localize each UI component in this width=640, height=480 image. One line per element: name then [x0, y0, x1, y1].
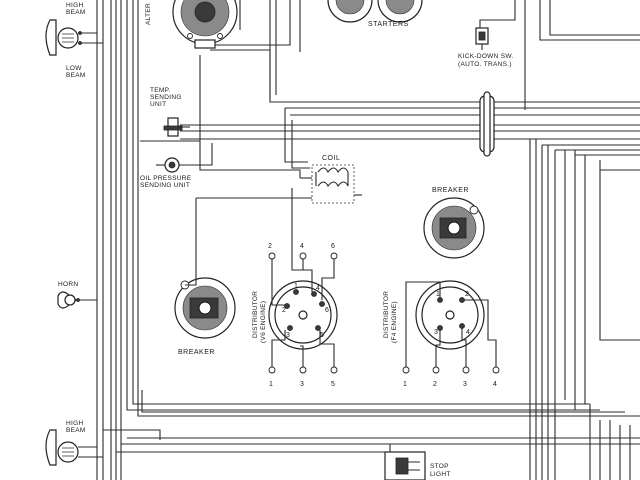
breaker-right-label: BREAKER: [432, 187, 469, 194]
f4-bottom-terminal: [432, 366, 440, 374]
v6-bottom-number: 5: [331, 381, 335, 388]
f4-bottom-number: 1: [403, 381, 407, 388]
wire-harness: [96, 0, 640, 480]
temp-sending-label-3: UNIT: [150, 101, 166, 108]
kick-down-switch: [475, 27, 489, 50]
distributor-f4-label-1: DISTRIBUTOR: [383, 291, 390, 338]
coil-label: COIL: [322, 155, 340, 162]
breaker-left: [174, 198, 236, 339]
f4-cap-number: 3: [434, 329, 438, 336]
low-beam-label-2: BEAM: [66, 72, 86, 79]
f4-cap-number: 1: [436, 291, 440, 298]
starters-label: STARTERS: [368, 21, 409, 28]
v6-cap-number: 4: [316, 285, 320, 292]
high-beam-bottom-label-1: HIGH: [66, 420, 83, 427]
f4-cap-number: 4: [466, 329, 470, 336]
oil-pressure-label-2: SENDING UNIT: [140, 182, 190, 189]
distributor-f4-label-2: (F4 ENGINE): [391, 301, 398, 343]
v6-top-number: 4: [300, 243, 304, 250]
horn-label: HORN: [58, 281, 78, 288]
distributor-v6: [268, 252, 338, 374]
f4-bottom-terminal: [462, 366, 470, 374]
kick-down-label-2: (AUTO. TRANS.): [458, 61, 512, 68]
f4-bottom-number: 3: [463, 381, 467, 388]
f4-bottom-number: 2: [433, 381, 437, 388]
ignition-coil: [196, 164, 362, 271]
breaker-left-label: BREAKER: [178, 349, 215, 356]
temp-sending-label-1: TEMP.: [150, 87, 171, 94]
stop-light-switch: [384, 444, 426, 480]
v6-bottom-number: 3: [300, 381, 304, 388]
v6-cap-number: 1: [294, 283, 298, 290]
f4-bottom-terminal: [402, 366, 410, 374]
v6-cap-number: 2: [282, 307, 286, 314]
temp-sending-unit: [163, 117, 190, 137]
breaker-right: [423, 197, 485, 259]
high-beam-top-label-1: HIGH: [66, 2, 83, 9]
kick-down-label-1: KICK-DOWN SW.: [458, 53, 514, 60]
f4-cap-number: 2: [465, 291, 469, 298]
v6-top-number: 2: [268, 243, 272, 250]
distributor-f4: [402, 280, 500, 374]
oil-pressure-label-1: OIL PRESSURE: [140, 175, 192, 182]
alternator-label: ALTER: [145, 3, 152, 25]
v6-bottom-terminal: [299, 366, 307, 374]
headlight-bottom: [45, 429, 103, 466]
v6-top-terminal: [268, 252, 276, 260]
stop-light-label-2: LIGHT: [430, 471, 451, 478]
v6-top-terminal: [330, 252, 338, 260]
v6-top-number: 6: [331, 243, 335, 250]
horn: [57, 291, 97, 309]
distributor-v6-label-2: (V6 ENGINE): [260, 301, 267, 343]
distributor-v6-label-1: DISTRIBUTOR: [252, 291, 259, 338]
temp-sending-label-2: SENDING: [150, 94, 182, 101]
high-beam-top-label-2: BEAM: [66, 9, 86, 16]
v6-bottom-terminal: [268, 366, 276, 374]
alternator: [172, 0, 238, 49]
v6-bottom-number: 1: [269, 381, 273, 388]
v6-cap-number: 5: [320, 332, 324, 339]
f4-bottom-terminal: [492, 366, 500, 374]
v6-bottom-terminal: [330, 366, 338, 374]
oil-pressure-sending-unit: [156, 157, 200, 173]
headlight-top: [45, 19, 103, 56]
v6-top-terminal: [299, 252, 307, 260]
v6-cap-number: 3: [286, 332, 290, 339]
low-beam-label-1: LOW: [66, 65, 82, 72]
v6-cap-number: 6: [325, 307, 329, 314]
stop-light-label-1: STOP: [430, 463, 449, 470]
f4-bottom-number: 4: [493, 381, 497, 388]
high-beam-bottom-label-2: BEAM: [66, 427, 86, 434]
starter: [327, 0, 423, 23]
